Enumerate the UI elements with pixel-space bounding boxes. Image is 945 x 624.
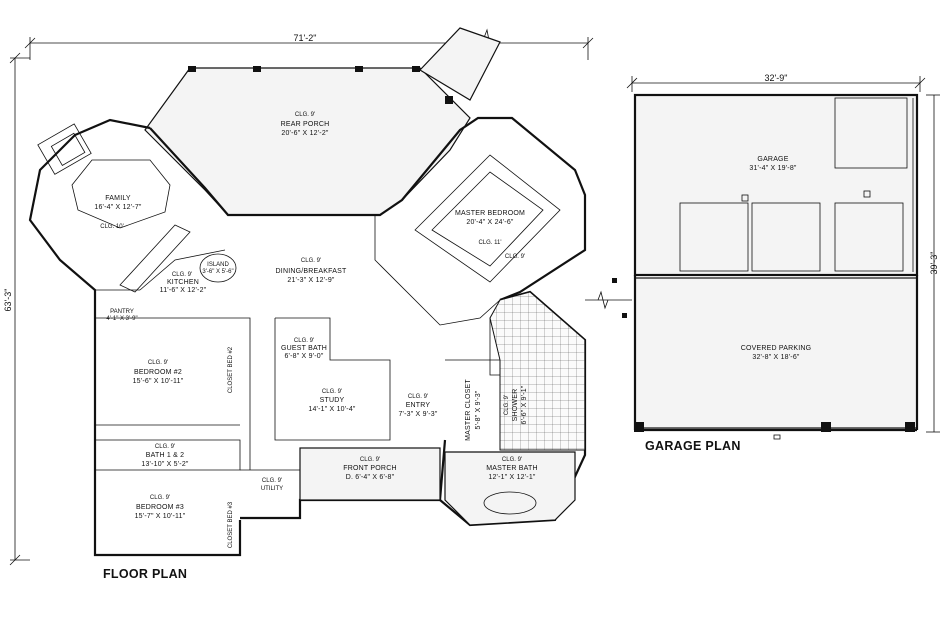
rear-porch-size: 20'-6" X 12'-2"	[281, 130, 329, 137]
svg-text:CLG. 9': CLG. 9'	[155, 444, 175, 450]
svg-text:16'-4" X 12'-7": 16'-4" X 12'-7"	[94, 204, 142, 211]
svg-text:CLG. 9': CLG. 9'	[150, 495, 170, 501]
covered-parking-size: 32'-8" X 18'-6"	[752, 354, 800, 361]
svg-text:15'-6" X 10'-11": 15'-6" X 10'-11"	[133, 378, 184, 385]
garage-width-dimension: 32'-9"	[626, 73, 926, 92]
covered-parking: COVERED PARKING 32'-8" X 18'-6"	[633, 275, 919, 440]
svg-text:CLG. 11': CLG. 11'	[478, 240, 501, 246]
svg-text:4'-1" X 3'-9": 4'-1" X 3'-9"	[106, 316, 137, 322]
master-bath-floor	[444, 451, 576, 526]
bath-1-and-2: CLG. 9' BATH 1 & 2 13'-10" X 5'-2"	[141, 444, 189, 468]
family-room: FAMILY 16'-4" X 12'-7" CLG. 10'	[94, 195, 142, 230]
svg-text:12'-1" X 12'-1": 12'-1" X 12'-1"	[488, 474, 536, 481]
closet-bed3-label: CLOSET BED #3	[228, 501, 234, 548]
svg-text:CLG. 9': CLG. 9'	[360, 457, 380, 463]
garage-plan-title: GARAGE PLAN	[645, 439, 741, 453]
svg-text:PANTRY: PANTRY	[110, 309, 134, 315]
svg-text:MASTER BATH: MASTER BATH	[486, 465, 537, 472]
svg-text:7'-3" X 9'-3": 7'-3" X 9'-3"	[398, 411, 437, 418]
svg-text:GUEST BATH: GUEST BATH	[281, 345, 327, 352]
svg-text:BEDROOM #3: BEDROOM #3	[136, 504, 184, 511]
svg-text:UTILITY: UTILITY	[261, 486, 283, 492]
covered-parking-name: COVERED PARKING	[741, 345, 812, 352]
guest-bath: CLG. 9' GUEST BATH 6'-8" X 9'-0"	[281, 338, 327, 360]
rear-porch-ceiling: CLG. 9'	[295, 112, 315, 118]
svg-text:MASTER CLOSET: MASTER CLOSET	[465, 379, 472, 441]
svg-text:MASTER BEDROOM: MASTER BEDROOM	[455, 210, 525, 217]
garage-depth-dimension: 39'-3"	[926, 94, 940, 433]
front-porch-slab	[299, 447, 441, 501]
floor-plan-title: FLOOR PLAN	[103, 567, 187, 581]
svg-text:14'-1" X 10'-4": 14'-1" X 10'-4"	[308, 406, 356, 413]
svg-text:CLG. 10': CLG. 10'	[100, 224, 124, 230]
master-bedroom: MASTER BEDROOM 20'-4" X 24'-6" CLG. 11' …	[455, 210, 525, 260]
svg-text:5'-8" X 9'-3": 5'-8" X 9'-3"	[475, 390, 482, 429]
overall-width-dimension: 71'-2"	[24, 28, 594, 60]
svg-text:CLG. 9': CLG. 9'	[262, 478, 282, 484]
master-bath: CLG. 9' MASTER BATH 12'-1" X 12'-1"	[486, 457, 537, 481]
kitchen: CLG. 9' KITCHEN 11'-6" X 12'-2"	[160, 272, 207, 294]
island: ISLAND 3'-6" X 5'-6"	[202, 262, 233, 275]
svg-text:FAMILY: FAMILY	[105, 195, 131, 202]
svg-text:3'-6" X 5'-6": 3'-6" X 5'-6"	[202, 269, 233, 275]
svg-text:CLG. 9': CLG. 9'	[505, 254, 525, 260]
entry: CLG. 9' ENTRY 7'-3" X 9'-3"	[398, 394, 437, 418]
svg-text:CLG. 9': CLG. 9'	[301, 258, 321, 264]
svg-text:CLG. 9': CLG. 9'	[148, 360, 168, 366]
rear-porch: CLG. 9' REAR PORCH 20'-6" X 12'-2"	[144, 27, 501, 216]
study: CLG. 9' STUDY 14'-1" X 10'-4"	[308, 389, 356, 413]
shower: CLG. 9' SHOWER 6'-6" X 9'-1"	[504, 385, 528, 424]
garage-name: GARAGE	[757, 156, 788, 163]
overall-depth-label: 63'-3"	[3, 289, 13, 312]
garage-depth-label: 39'-3"	[929, 252, 939, 275]
svg-text:CLG. 9': CLG. 9'	[504, 395, 510, 415]
svg-text:CLG. 9': CLG. 9'	[502, 457, 522, 463]
svg-text:STUDY: STUDY	[320, 397, 345, 404]
utility: CLG. 9' UTILITY	[261, 478, 283, 492]
garage-building: GARAGE 31'-4" X 19'-8"	[633, 93, 919, 277]
svg-text:13'-10" X 5'-2": 13'-10" X 5'-2"	[141, 461, 189, 468]
dining-breakfast: CLG. 9' DINING/BREAKFAST 21'-3" X 12'-9"	[276, 258, 347, 284]
svg-text:FRONT PORCH: FRONT PORCH	[343, 465, 396, 472]
svg-text:21'-3" X 12'-9": 21'-3" X 12'-9"	[287, 277, 335, 284]
front-porch: CLG. 9' FRONT PORCH D. 6'-4" X 6'-8"	[343, 457, 396, 481]
closet-bed2-label: CLOSET BED #2	[228, 346, 234, 393]
bedroom-3: CLG. 9' BEDROOM #3 15'-7" X 10'-11" CLOS…	[135, 495, 234, 548]
garage-width-label: 32'-9"	[765, 73, 788, 83]
svg-text:SHOWER: SHOWER	[512, 389, 519, 422]
bedroom-2: CLG. 9' BEDROOM #2 15'-6" X 10'-11" CLOS…	[133, 346, 234, 393]
svg-text:CLG. 9': CLG. 9'	[322, 389, 342, 395]
svg-text:15'-7" X 10'-11": 15'-7" X 10'-11"	[135, 513, 186, 520]
svg-text:20'-4" X 24'-6": 20'-4" X 24'-6"	[466, 219, 514, 226]
svg-text:BATH 1 & 2: BATH 1 & 2	[146, 452, 184, 459]
master-bath-tile-floor	[489, 291, 586, 451]
svg-text:DINING/BREAKFAST: DINING/BREAKFAST	[276, 268, 347, 275]
pantry: PANTRY 4'-1" X 3'-9"	[106, 309, 137, 322]
svg-text:ENTRY: ENTRY	[406, 402, 431, 409]
svg-text:D. 6'-4" X 6'-8": D. 6'-4" X 6'-8"	[346, 474, 395, 481]
rear-porch-name: REAR PORCH	[281, 121, 330, 128]
master-closet: MASTER CLOSET 5'-8" X 9'-3"	[465, 379, 482, 441]
svg-text:6'-6" X 9'-1": 6'-6" X 9'-1"	[521, 385, 528, 424]
svg-text:6'-8" X 9'-0": 6'-8" X 9'-0"	[284, 353, 323, 360]
svg-text:CLG. 9': CLG. 9'	[408, 394, 428, 400]
svg-text:CLG. 9': CLG. 9'	[172, 272, 192, 278]
svg-text:11'-6" X 12'-2": 11'-6" X 12'-2"	[160, 287, 207, 294]
breezeway-break-line	[585, 278, 632, 318]
overall-width-label: 71'-2"	[294, 33, 317, 43]
svg-text:KITCHEN: KITCHEN	[167, 279, 199, 286]
svg-text:CLG. 9': CLG. 9'	[294, 338, 314, 344]
svg-text:BEDROOM #2: BEDROOM #2	[134, 369, 182, 376]
svg-text:ISLAND: ISLAND	[207, 262, 229, 268]
garage-size: 31'-4" X 19'-8"	[749, 165, 797, 172]
overall-depth-dimension: 63'-3"	[3, 52, 30, 566]
